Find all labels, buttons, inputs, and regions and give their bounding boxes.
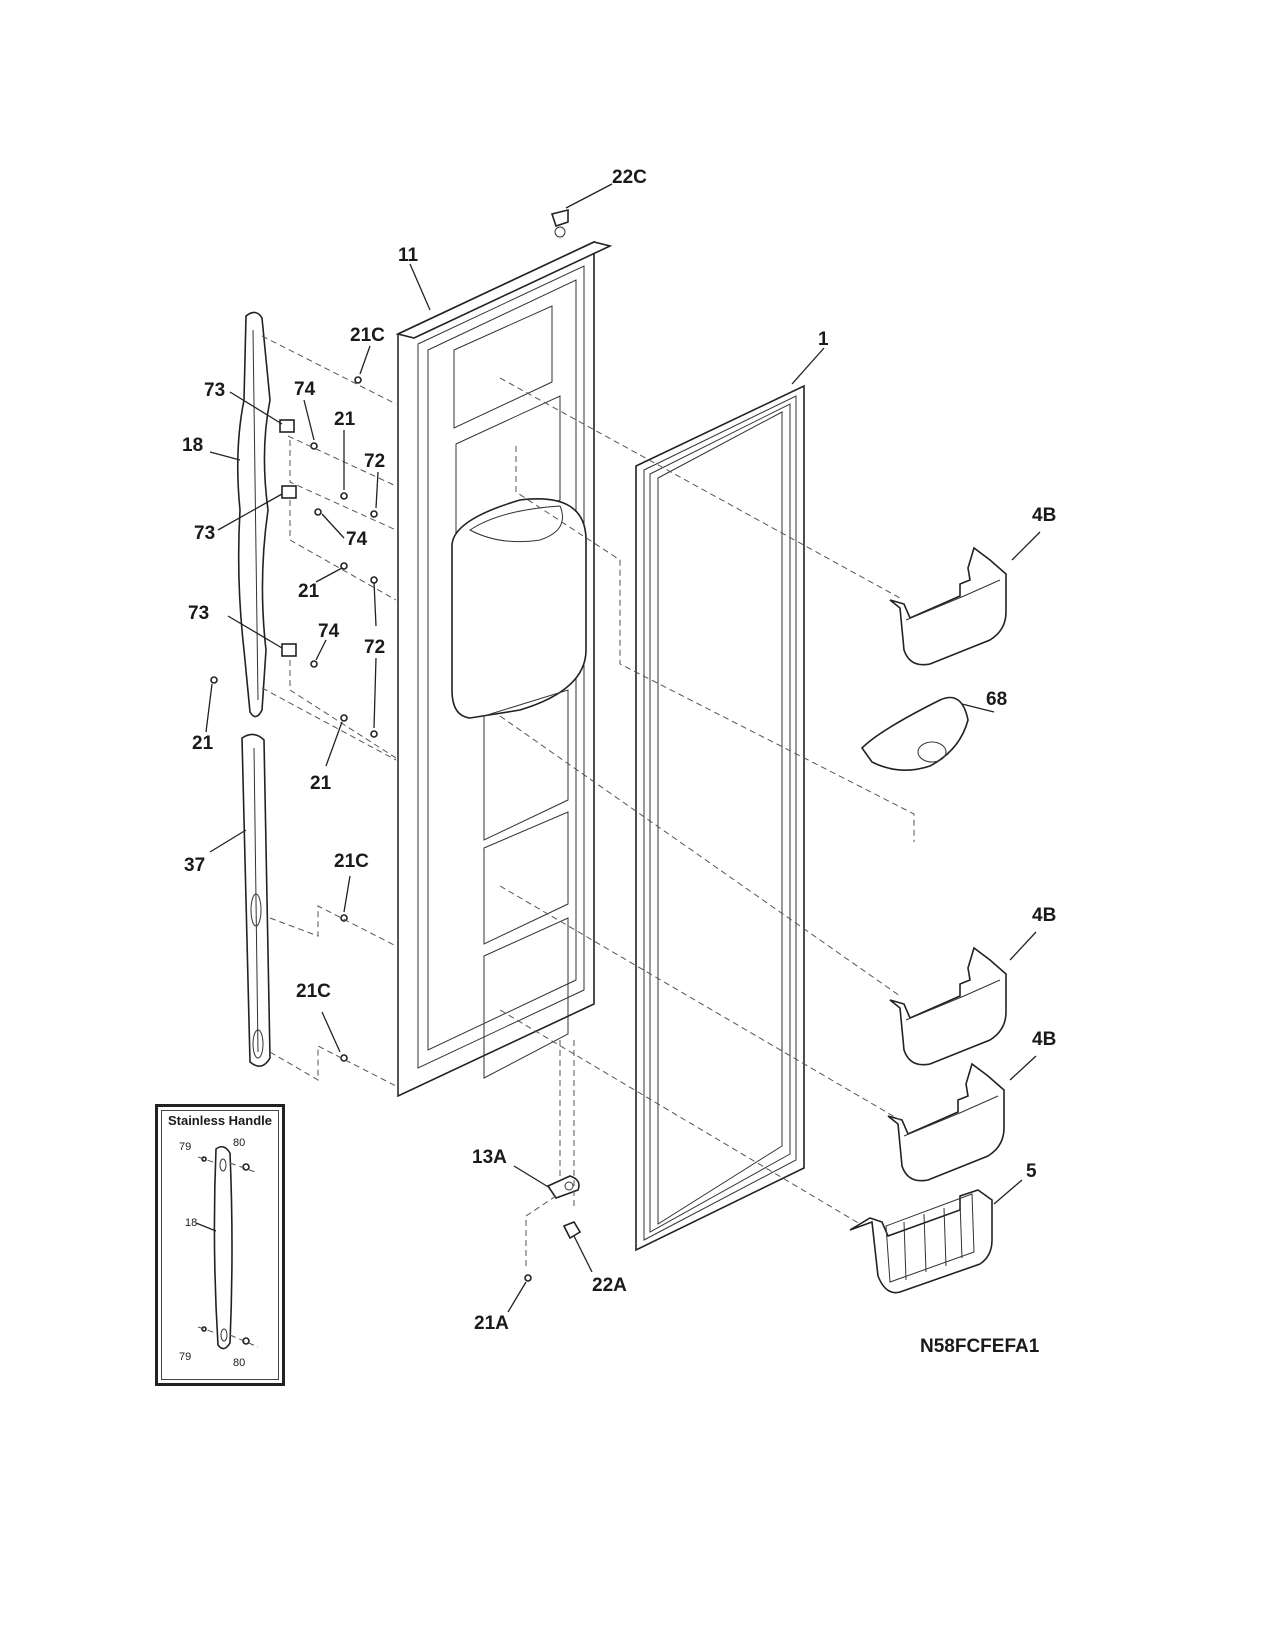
inset-title: Stainless Handle — [167, 1113, 273, 1128]
fasteners — [210, 208, 569, 1062]
bottom-hinge — [524, 1175, 582, 1282]
door-gasket — [635, 384, 805, 1252]
inset-label-79-top: 79 — [179, 1141, 192, 1153]
callout-74-a: 74 — [294, 379, 316, 400]
callout-22A: 22A — [592, 1275, 627, 1296]
callout-21C-b: 21C — [334, 851, 369, 872]
inset-label-18: 18 — [185, 1217, 198, 1229]
callout-21C-a: 21C — [350, 325, 385, 346]
callout-21-a: 21 — [334, 409, 356, 430]
inset-inner-border — [161, 1110, 279, 1380]
callout-13A: 13A — [472, 1147, 507, 1168]
callout-73-b: 73 — [194, 523, 216, 544]
callout-18: 18 — [182, 435, 204, 456]
handle-clips — [279, 419, 297, 657]
callout-21-c: 21 — [192, 733, 214, 754]
callout-72-a: 72 — [364, 451, 386, 472]
callout-4B-b: 4B — [1032, 905, 1057, 926]
callout-72-b: 72 — [364, 637, 386, 658]
model-code: N58FCFEFA1 — [920, 1336, 1040, 1357]
callout-21-d: 21 — [310, 773, 332, 794]
egg-tray — [860, 696, 969, 771]
explosion-lines — [261, 335, 915, 1270]
door-assembly — [395, 240, 613, 1098]
callout-11: 11 — [398, 245, 419, 266]
callout-37: 37 — [184, 855, 206, 876]
stainless-handle-drawing — [195, 1145, 259, 1350]
inset-label-80-top: 80 — [233, 1137, 246, 1149]
callout-74-c: 74 — [318, 621, 340, 642]
bottom-basket — [849, 1189, 993, 1294]
inset-label-79-bottom: 79 — [179, 1351, 192, 1363]
callout-4B-c: 4B — [1032, 1029, 1057, 1050]
callout-73-c: 73 — [188, 603, 210, 624]
callout-21A: 21A — [474, 1313, 509, 1334]
callout-21-b: 21 — [298, 581, 320, 602]
callout-74-b: 74 — [346, 529, 368, 550]
callout-68: 68 — [986, 689, 1008, 710]
callout-4B-a: 4B — [1032, 505, 1057, 526]
handle-upper — [236, 311, 271, 718]
callout-5: 5 — [1026, 1161, 1037, 1182]
callout-1: 1 — [818, 329, 829, 350]
stainless-handle-inset: Stainless Handle 79 80 18 79 80 — [155, 1104, 285, 1386]
callout-21C-c: 21C — [296, 981, 331, 1002]
callout-22C-top: 22C — [612, 167, 647, 188]
leader-lines — [205, 183, 1041, 1313]
handle-lower — [241, 733, 271, 1067]
door-bins — [887, 546, 1007, 1182]
inset-label-80-bottom: 80 — [233, 1357, 246, 1369]
callout-73-a: 73 — [204, 380, 226, 401]
